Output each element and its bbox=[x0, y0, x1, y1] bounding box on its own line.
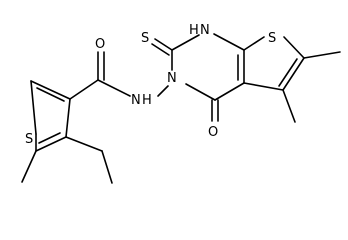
bond-c4-c5 bbox=[35, 136, 67, 152]
bond-cthione-s bbox=[154, 38, 173, 51]
bond-c3-c4 bbox=[65, 98, 71, 138]
bond-c2-c3 bbox=[30, 80, 71, 100]
bond-c5-c4a bbox=[243, 82, 284, 91]
bond-c4-ethyl bbox=[65, 136, 103, 152]
atom-labels: S O N H N H N S S O bbox=[25, 23, 276, 147]
bond-c2-s1 bbox=[30, 80, 37, 135]
bond-c6-c5 bbox=[282, 57, 305, 91]
molecule-structure: S O N H N H N S S O bbox=[21, 23, 341, 184]
atom-o-ketone: O bbox=[208, 125, 218, 140]
bond-c7a-s bbox=[243, 36, 265, 51]
atom-s-thione: S bbox=[141, 31, 149, 46]
bond-c4-n bbox=[185, 83, 216, 101]
bond-cthione-nh bbox=[171, 34, 200, 51]
bond-c4a-c4 bbox=[214, 82, 245, 101]
bond-c2-c3-inner bbox=[36, 87, 65, 102]
atom-n-top: N bbox=[200, 23, 210, 38]
bond-c6-methyl bbox=[303, 51, 341, 59]
bond-ethyl bbox=[101, 150, 113, 184]
bond-c5-methyl-right bbox=[282, 89, 296, 123]
bond-cthione-s-double bbox=[151, 43, 170, 56]
atom-s-right: S bbox=[268, 31, 276, 46]
atom-n-amide: N bbox=[131, 93, 141, 108]
bonds bbox=[21, 33, 341, 184]
bond-nh-n bbox=[157, 85, 169, 97]
bond-carbonyl-nh bbox=[97, 79, 131, 97]
atom-h-amide: H bbox=[142, 93, 152, 108]
bond-c4-c5-inner bbox=[38, 132, 61, 144]
bond-nh-c7a bbox=[213, 33, 245, 51]
bond-c3-carbonyl bbox=[69, 79, 99, 100]
atom-s-left: S bbox=[25, 132, 33, 147]
atom-n-ring: N bbox=[167, 71, 177, 86]
bond-c6-c5-inner bbox=[278, 58, 298, 87]
bond-s-c6 bbox=[283, 36, 305, 59]
atom-h-top: H bbox=[189, 23, 199, 38]
atom-o-amide: O bbox=[95, 37, 105, 52]
bond-c5-methyl bbox=[21, 150, 37, 183]
